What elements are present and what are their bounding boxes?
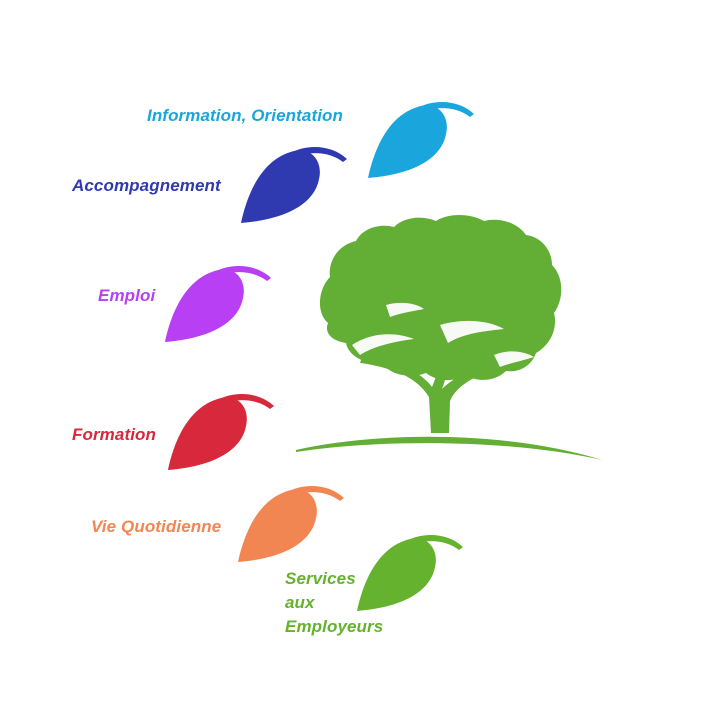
leaf-icon <box>166 392 276 472</box>
label-services-line-3: Employeurs <box>285 617 384 636</box>
label-vie-quotidienne: Vie Quotidienne <box>91 517 222 536</box>
leaf-icon <box>163 264 273 344</box>
label-information-orientation: Information, Orientation <box>147 106 344 125</box>
label-services-line-2: aux <box>285 593 315 612</box>
leaf-icon <box>366 100 476 180</box>
leaf-icon <box>236 484 346 564</box>
label-services-line-1: Services <box>285 569 356 588</box>
label-emploi: Emploi <box>98 286 156 305</box>
label-formation: Formation <box>72 425 157 444</box>
leaf-icon <box>355 533 465 613</box>
label-accompagnement: Accompagnement <box>72 176 221 195</box>
tree-icon <box>296 215 602 460</box>
